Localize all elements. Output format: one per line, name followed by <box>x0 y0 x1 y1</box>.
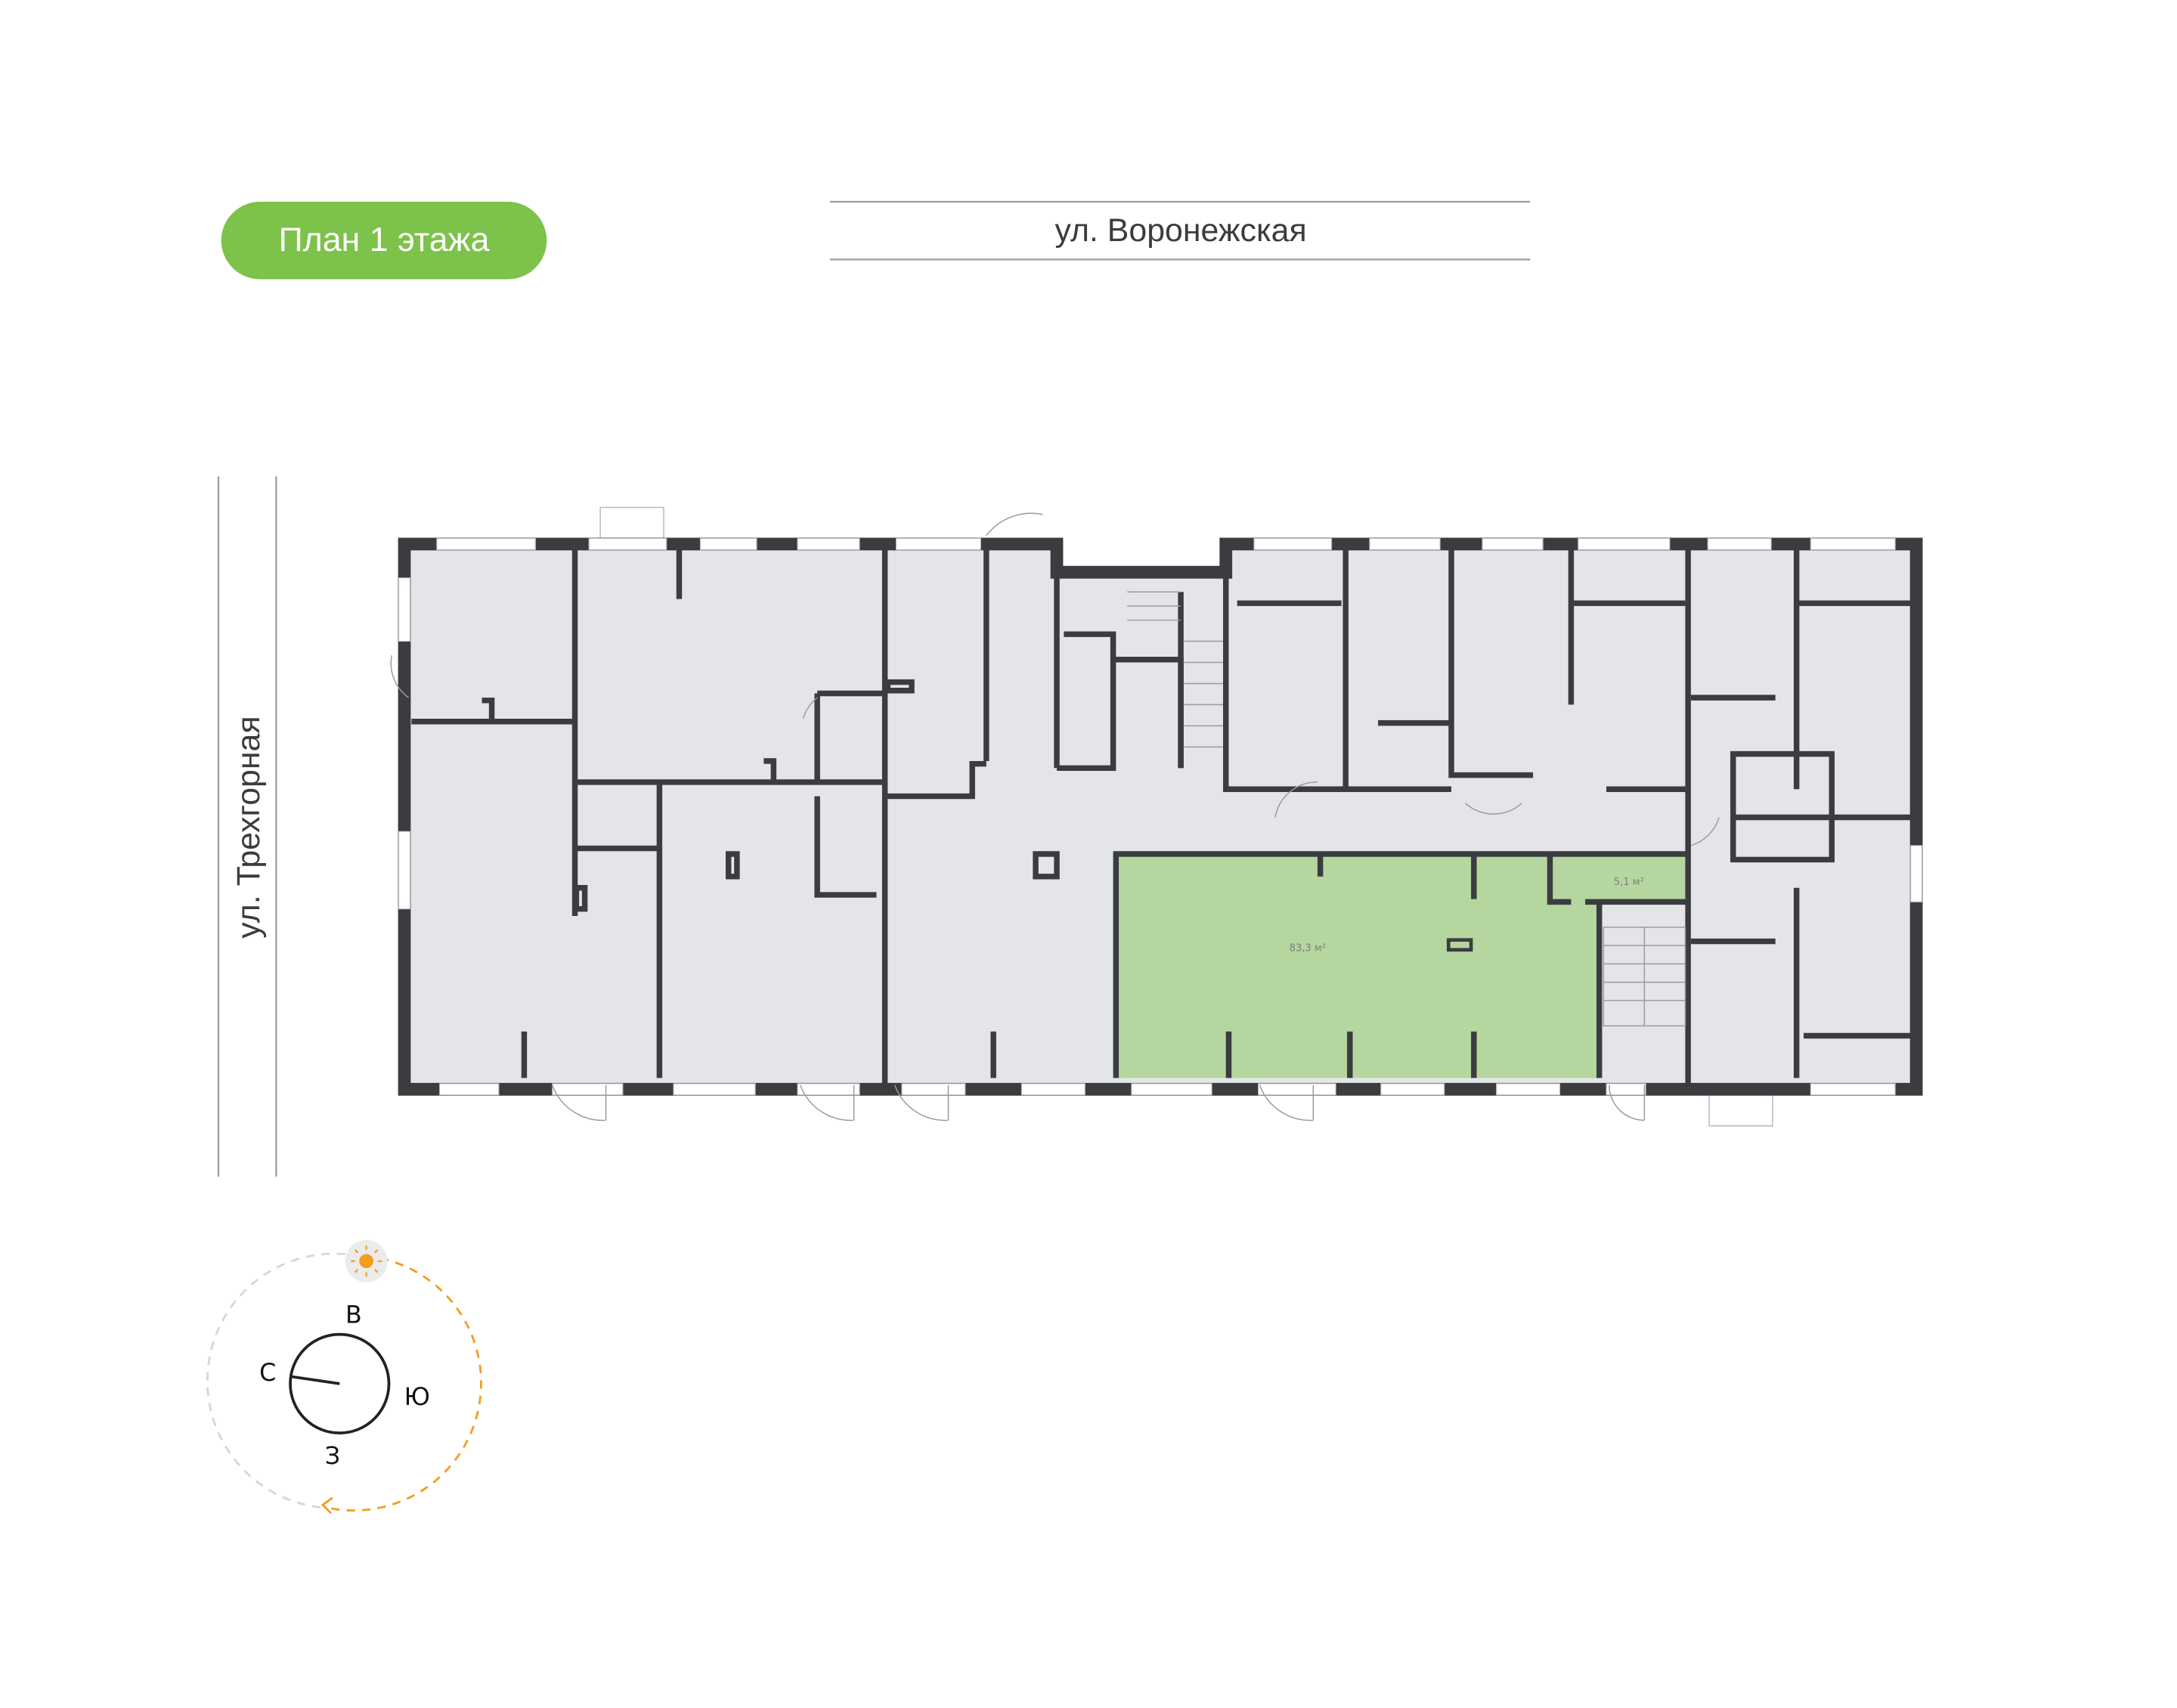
compass: В С Ю З <box>206 1239 482 1515</box>
floor-badge-label: План 1 этажа <box>278 221 489 258</box>
compass-north: С <box>259 1360 276 1387</box>
street-top-label: ул. Воронежская <box>1054 212 1306 249</box>
unit-main-area: 83,3 м² <box>1290 943 1326 955</box>
street-left-label: ул. Трехгорная <box>231 716 267 938</box>
doors <box>390 512 1720 1122</box>
highlighted-unit[interactable]: 83,3 м² 5,1 м² <box>1116 854 1686 1078</box>
vent-bottom <box>1708 1091 1773 1127</box>
stairs <box>1127 591 1686 1027</box>
street-top: ул. Воронежская <box>829 200 1531 261</box>
street-left: ул. Трехгорная <box>217 476 277 1177</box>
compass-west: З <box>325 1443 340 1470</box>
unit-storage-area: 5,1 м² <box>1614 877 1644 888</box>
arrow-icon <box>321 1496 333 1515</box>
vent-top <box>599 506 664 542</box>
compass-needle <box>291 1375 340 1385</box>
compass-south: Ю <box>404 1384 430 1411</box>
sun-icon <box>345 1239 388 1283</box>
column <box>1446 938 1473 952</box>
compass-east: В <box>345 1302 362 1329</box>
building-plan: 83,3 м² 5,1 м² <box>390 506 1923 1127</box>
floor-badge[interactable]: План 1 этажа <box>221 201 547 280</box>
